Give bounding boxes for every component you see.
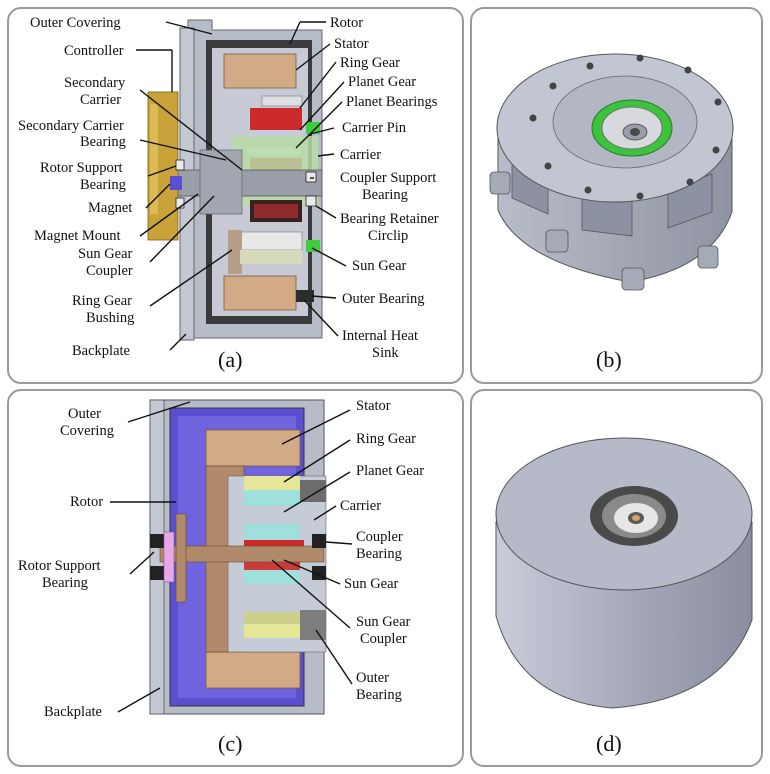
label-c-sun-gear-coupler-2: Coupler xyxy=(360,631,407,647)
label-sun-gear-coupler-2: Coupler xyxy=(86,263,133,279)
label-c-outer-bearing-1: Outer xyxy=(356,670,389,686)
label-rotor-support-bearing-1: Rotor Support xyxy=(40,160,123,176)
caption-b: (b) xyxy=(596,347,622,372)
panel-c-leaders xyxy=(110,401,353,713)
label-ring-gear-bushing-2: Bushing xyxy=(86,310,134,326)
label-c-coupler-bearing-1: Coupler xyxy=(356,529,403,545)
panel-b-drawing xyxy=(489,53,734,291)
label-c-ring-gear: Ring Gear xyxy=(356,431,416,447)
ring-gear-bushing xyxy=(228,230,242,274)
label-coupler-support-bearing-1: Coupler Support xyxy=(340,170,436,186)
label-secondary-carrier-bearing-2: Bearing xyxy=(80,134,126,150)
label-coupler-support-bearing-2: Bearing xyxy=(362,187,408,203)
label-carrier: Carrier xyxy=(340,147,381,163)
label-internal-heat-sink-2: Sink xyxy=(372,345,399,361)
magnet-shape xyxy=(170,176,182,190)
label-ring-gear: Ring Gear xyxy=(340,55,400,71)
label-stator: Stator xyxy=(334,36,369,52)
label-internal-heat-sink-1: Internal Heat xyxy=(342,328,418,344)
sun-gear-coupler-shaft xyxy=(175,169,323,197)
label-bearing-retainer-circlip-2: Circlip xyxy=(368,228,408,244)
sun-gear-coupler-c xyxy=(159,545,325,563)
label-bearing-retainer-circlip-1: Bearing Retainer xyxy=(340,211,439,227)
label-c-rotor: Rotor xyxy=(70,494,103,510)
label-c-outer-bearing-2: Bearing xyxy=(356,687,402,703)
label-backplate: Backplate xyxy=(72,343,130,359)
caption-c: (c) xyxy=(218,731,242,756)
label-rotor: Rotor xyxy=(330,15,363,31)
label-c-coupler-bearing-2: Bearing xyxy=(356,546,402,562)
label-controller: Controller xyxy=(64,43,124,59)
label-c-outer-covering-2: Covering xyxy=(60,423,114,439)
label-rotor-support-bearing-2: Bearing xyxy=(80,177,126,193)
label-c-sun-gear-coupler-1: Sun Gear xyxy=(356,614,411,630)
ring-gear-upper xyxy=(250,108,302,130)
label-magnet-mount: Magnet Mount xyxy=(34,228,121,244)
label-c-rotor-support-bearing-2: Bearing xyxy=(42,575,88,591)
label-planet-bearings: Planet Bearings xyxy=(346,94,438,110)
panel-a-labels-left: Outer Covering Controller Secondary Carr… xyxy=(18,15,134,359)
label-planet-gear: Planet Gear xyxy=(348,74,416,90)
panel-a-drawing xyxy=(147,19,323,341)
caption-d: (d) xyxy=(596,731,622,756)
panel-c-labels-right: Stator Ring Gear Planet Gear Carrier Cou… xyxy=(340,398,424,703)
label-secondary-carrier-2: Carrier xyxy=(80,92,121,108)
panel-d-drawing xyxy=(495,437,753,709)
stator-c-lower xyxy=(205,651,301,689)
rotor-support-bearing-c xyxy=(150,534,164,548)
label-carrier-pin: Carrier Pin xyxy=(342,120,407,136)
label-sun-gear-coupler-1: Sun Gear xyxy=(78,246,133,262)
label-c-carrier: Carrier xyxy=(340,498,381,514)
stator-c-upper xyxy=(205,429,301,467)
panel-c-labels-left: Outer Covering Rotor Rotor Support Beari… xyxy=(18,406,114,720)
sun-gear-red xyxy=(244,540,304,546)
label-c-outer-covering-1: Outer xyxy=(68,406,101,422)
label-ring-gear-bushing-1: Ring Gear xyxy=(72,293,132,309)
label-secondary-carrier-bearing-1: Secondary Carrier xyxy=(18,118,124,134)
label-c-planet-gear: Planet Gear xyxy=(356,463,424,479)
stator-lower xyxy=(223,275,297,311)
label-c-stator: Stator xyxy=(356,398,391,414)
label-outer-bearing: Outer Bearing xyxy=(342,291,425,307)
planet-gear-yellow-upper xyxy=(244,476,300,490)
label-secondary-carrier-1: Secondary xyxy=(64,75,126,91)
label-c-rotor-support-bearing-1: Rotor Support xyxy=(18,558,101,574)
planet-gear-cyan-upper xyxy=(244,490,300,506)
label-sun-gear: Sun Gear xyxy=(352,258,407,274)
label-magnet: Magnet xyxy=(88,200,132,216)
label-c-sun-gear: Sun Gear xyxy=(344,576,399,592)
label-outer-covering: Outer Covering xyxy=(30,15,121,31)
stator-upper xyxy=(223,53,297,89)
panel-c-drawing xyxy=(149,399,327,715)
caption-a: (a) xyxy=(218,347,242,372)
outer-bearing-shape xyxy=(296,290,314,302)
panel-a-leaders xyxy=(136,21,347,351)
label-c-backplate: Backplate xyxy=(44,704,102,720)
panel-a-labels-right: Rotor Stator Ring Gear Planet Gear Plane… xyxy=(330,15,439,361)
